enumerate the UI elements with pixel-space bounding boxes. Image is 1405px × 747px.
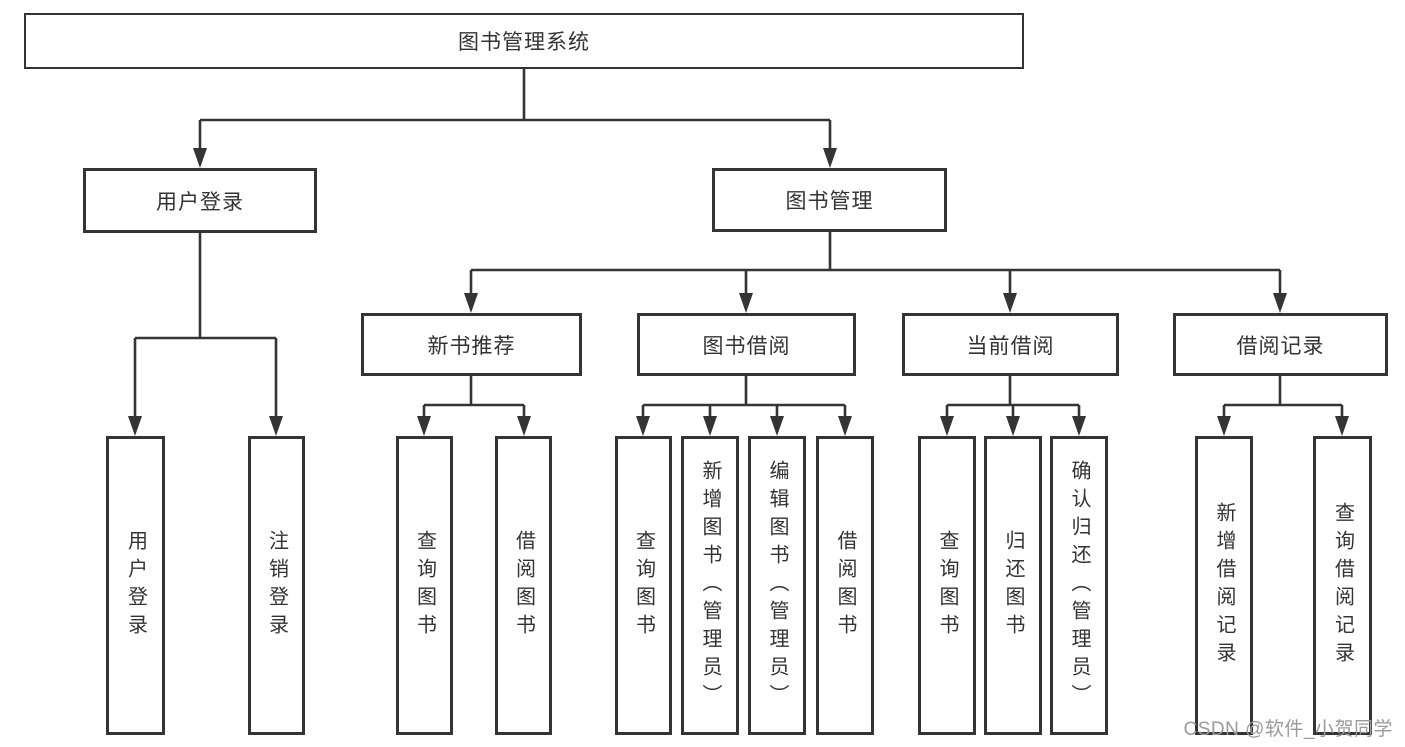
leaf-add-borrow-record: 新增借阅记录 — [1195, 436, 1253, 735]
node-user-login-branch: 用户登录 — [83, 168, 317, 233]
node-label: 借阅记录 — [1236, 334, 1325, 358]
leaf-confirm-return-admin: 确认归还（管理员） — [1050, 436, 1108, 735]
leaf-user-login: 用户登录 — [106, 436, 165, 735]
node-label: 图书管理系统 — [458, 31, 590, 54]
node-label: 查询图书 — [936, 529, 958, 642]
node-label: 借阅图书 — [512, 529, 535, 642]
node-label: 图书借阅 — [702, 334, 791, 358]
leaf-logout: 注销登录 — [248, 436, 305, 735]
node-label: 编辑图书（管理员） — [766, 459, 788, 712]
node-label: 查询图书 — [632, 529, 655, 642]
node-label: 用户登录 — [124, 529, 147, 642]
node-label: 确认归还（管理员） — [1068, 459, 1090, 712]
node-book-management-branch: 图书管理 — [712, 168, 947, 232]
node-label: 当前借阅 — [966, 334, 1055, 358]
node-label: 借阅图书 — [834, 529, 856, 642]
leaf-query-book-borrow: 查询图书 — [615, 436, 672, 735]
node-label: 查询图书 — [413, 529, 436, 642]
leaf-query-book-recommend: 查询图书 — [396, 436, 453, 735]
node-label: 新书推荐 — [427, 334, 516, 358]
leaf-add-book-admin: 新增图书（管理员） — [681, 436, 739, 735]
leaf-borrow-book: 借阅图书 — [816, 436, 874, 735]
tree-edges — [133, 69, 1344, 418]
node-book-borrow: 图书借阅 — [637, 313, 856, 376]
node-root-system: 图书管理系统 — [24, 13, 1024, 69]
node-label: 注销登录 — [265, 529, 288, 642]
leaf-query-borrow-record: 查询借阅记录 — [1313, 436, 1372, 735]
node-label: 新增图书（管理员） — [699, 459, 721, 712]
watermark-text: CSDN @软件_小贺同学 — [1183, 719, 1393, 740]
node-current-borrow: 当前借阅 — [902, 313, 1119, 376]
leaf-query-book-current: 查询图书 — [918, 436, 976, 735]
node-new-book-recommend: 新书推荐 — [361, 313, 582, 376]
node-label: 新增借阅记录 — [1213, 501, 1235, 670]
leaf-return-book: 归还图书 — [984, 436, 1042, 735]
leaf-borrow-book-recommend: 借阅图书 — [495, 436, 552, 735]
node-borrow-record: 借阅记录 — [1173, 313, 1388, 376]
node-label: 图书管理 — [785, 190, 874, 213]
node-label: 查询借阅记录 — [1331, 501, 1354, 670]
node-label: 用户登录 — [156, 190, 244, 214]
leaf-edit-book-admin: 编辑图书（管理员） — [748, 436, 806, 735]
node-label: 归还图书 — [1002, 529, 1024, 642]
